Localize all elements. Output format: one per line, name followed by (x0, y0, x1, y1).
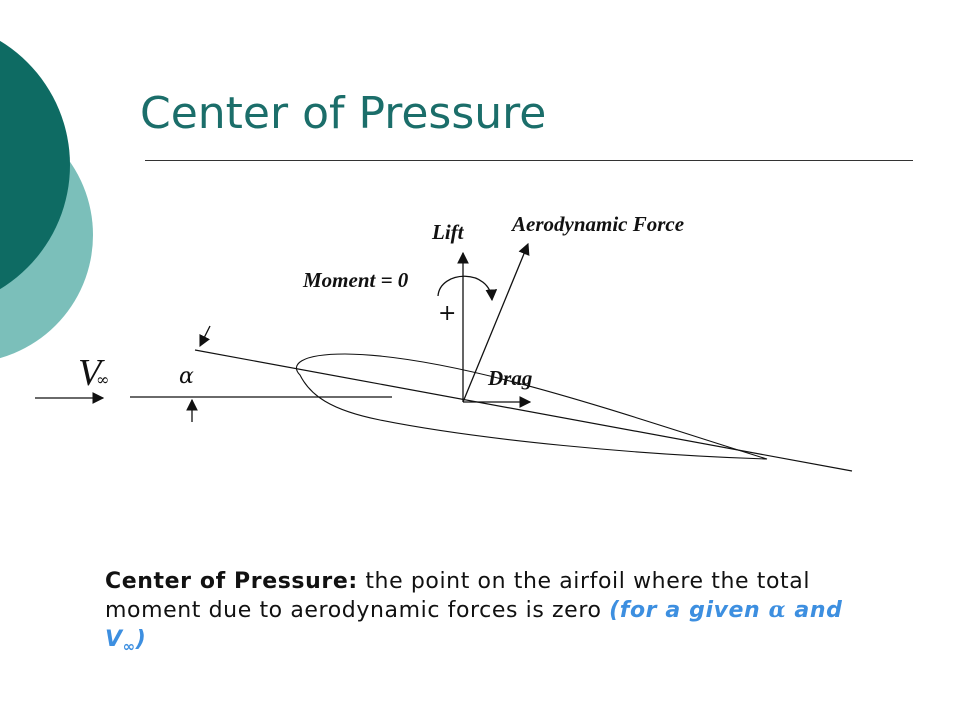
aerodynamic-force-label: Aerodynamic Force (510, 212, 684, 236)
dark-teal-circle-decoration (0, 40, 70, 290)
freestream-subscript: ∞ (96, 370, 109, 389)
aerodynamic-force-arrow (462, 242, 530, 403)
qualifier-end: ) (135, 627, 147, 652)
plus-sign: + (438, 301, 456, 326)
airfoil-shape (295, 353, 768, 460)
lift-label: Lift (431, 220, 465, 244)
caption-qualifier: (for a given α and V∞) (105, 597, 843, 656)
qualifier-and: and V (105, 598, 843, 652)
definition-caption: Center of Pressure: the point on the air… (105, 567, 865, 661)
qualifier-alpha: α (768, 597, 787, 623)
qualifier-infinity: ∞ (122, 637, 136, 656)
caption-term: Center of Pressure: (105, 569, 358, 594)
moment-label: Moment = 0 (302, 268, 409, 292)
alpha-upper-arrow (199, 325, 211, 348)
qualifier-start: (for a given (609, 598, 769, 623)
moment-arc-arrow (437, 275, 498, 302)
drag-label: Drag (487, 366, 532, 390)
title-divider (145, 160, 913, 161)
alpha-symbol: α (179, 364, 194, 389)
caption-definition: the point on the airfoil where the total… (105, 569, 811, 623)
slide-title: Center of Pressure (140, 88, 547, 139)
freestream-symbol: V (78, 352, 105, 394)
